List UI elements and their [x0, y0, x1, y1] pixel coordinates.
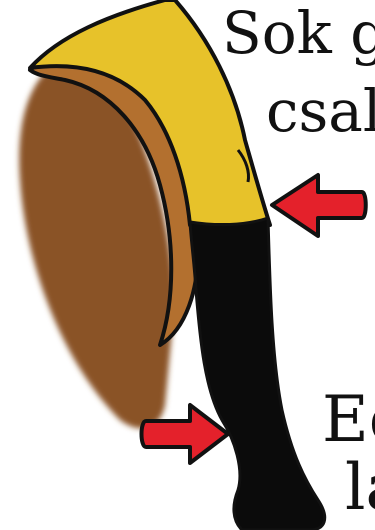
- caption-bottom-line-2: la: [345, 456, 375, 520]
- left-arrow-icon: [272, 175, 366, 236]
- caption-top-line-1: Sok g: [222, 4, 375, 62]
- riding-boot: [190, 218, 325, 530]
- caption-top-line-2: csal: [266, 82, 375, 140]
- caption-bottom-line-1: Eg: [322, 388, 375, 452]
